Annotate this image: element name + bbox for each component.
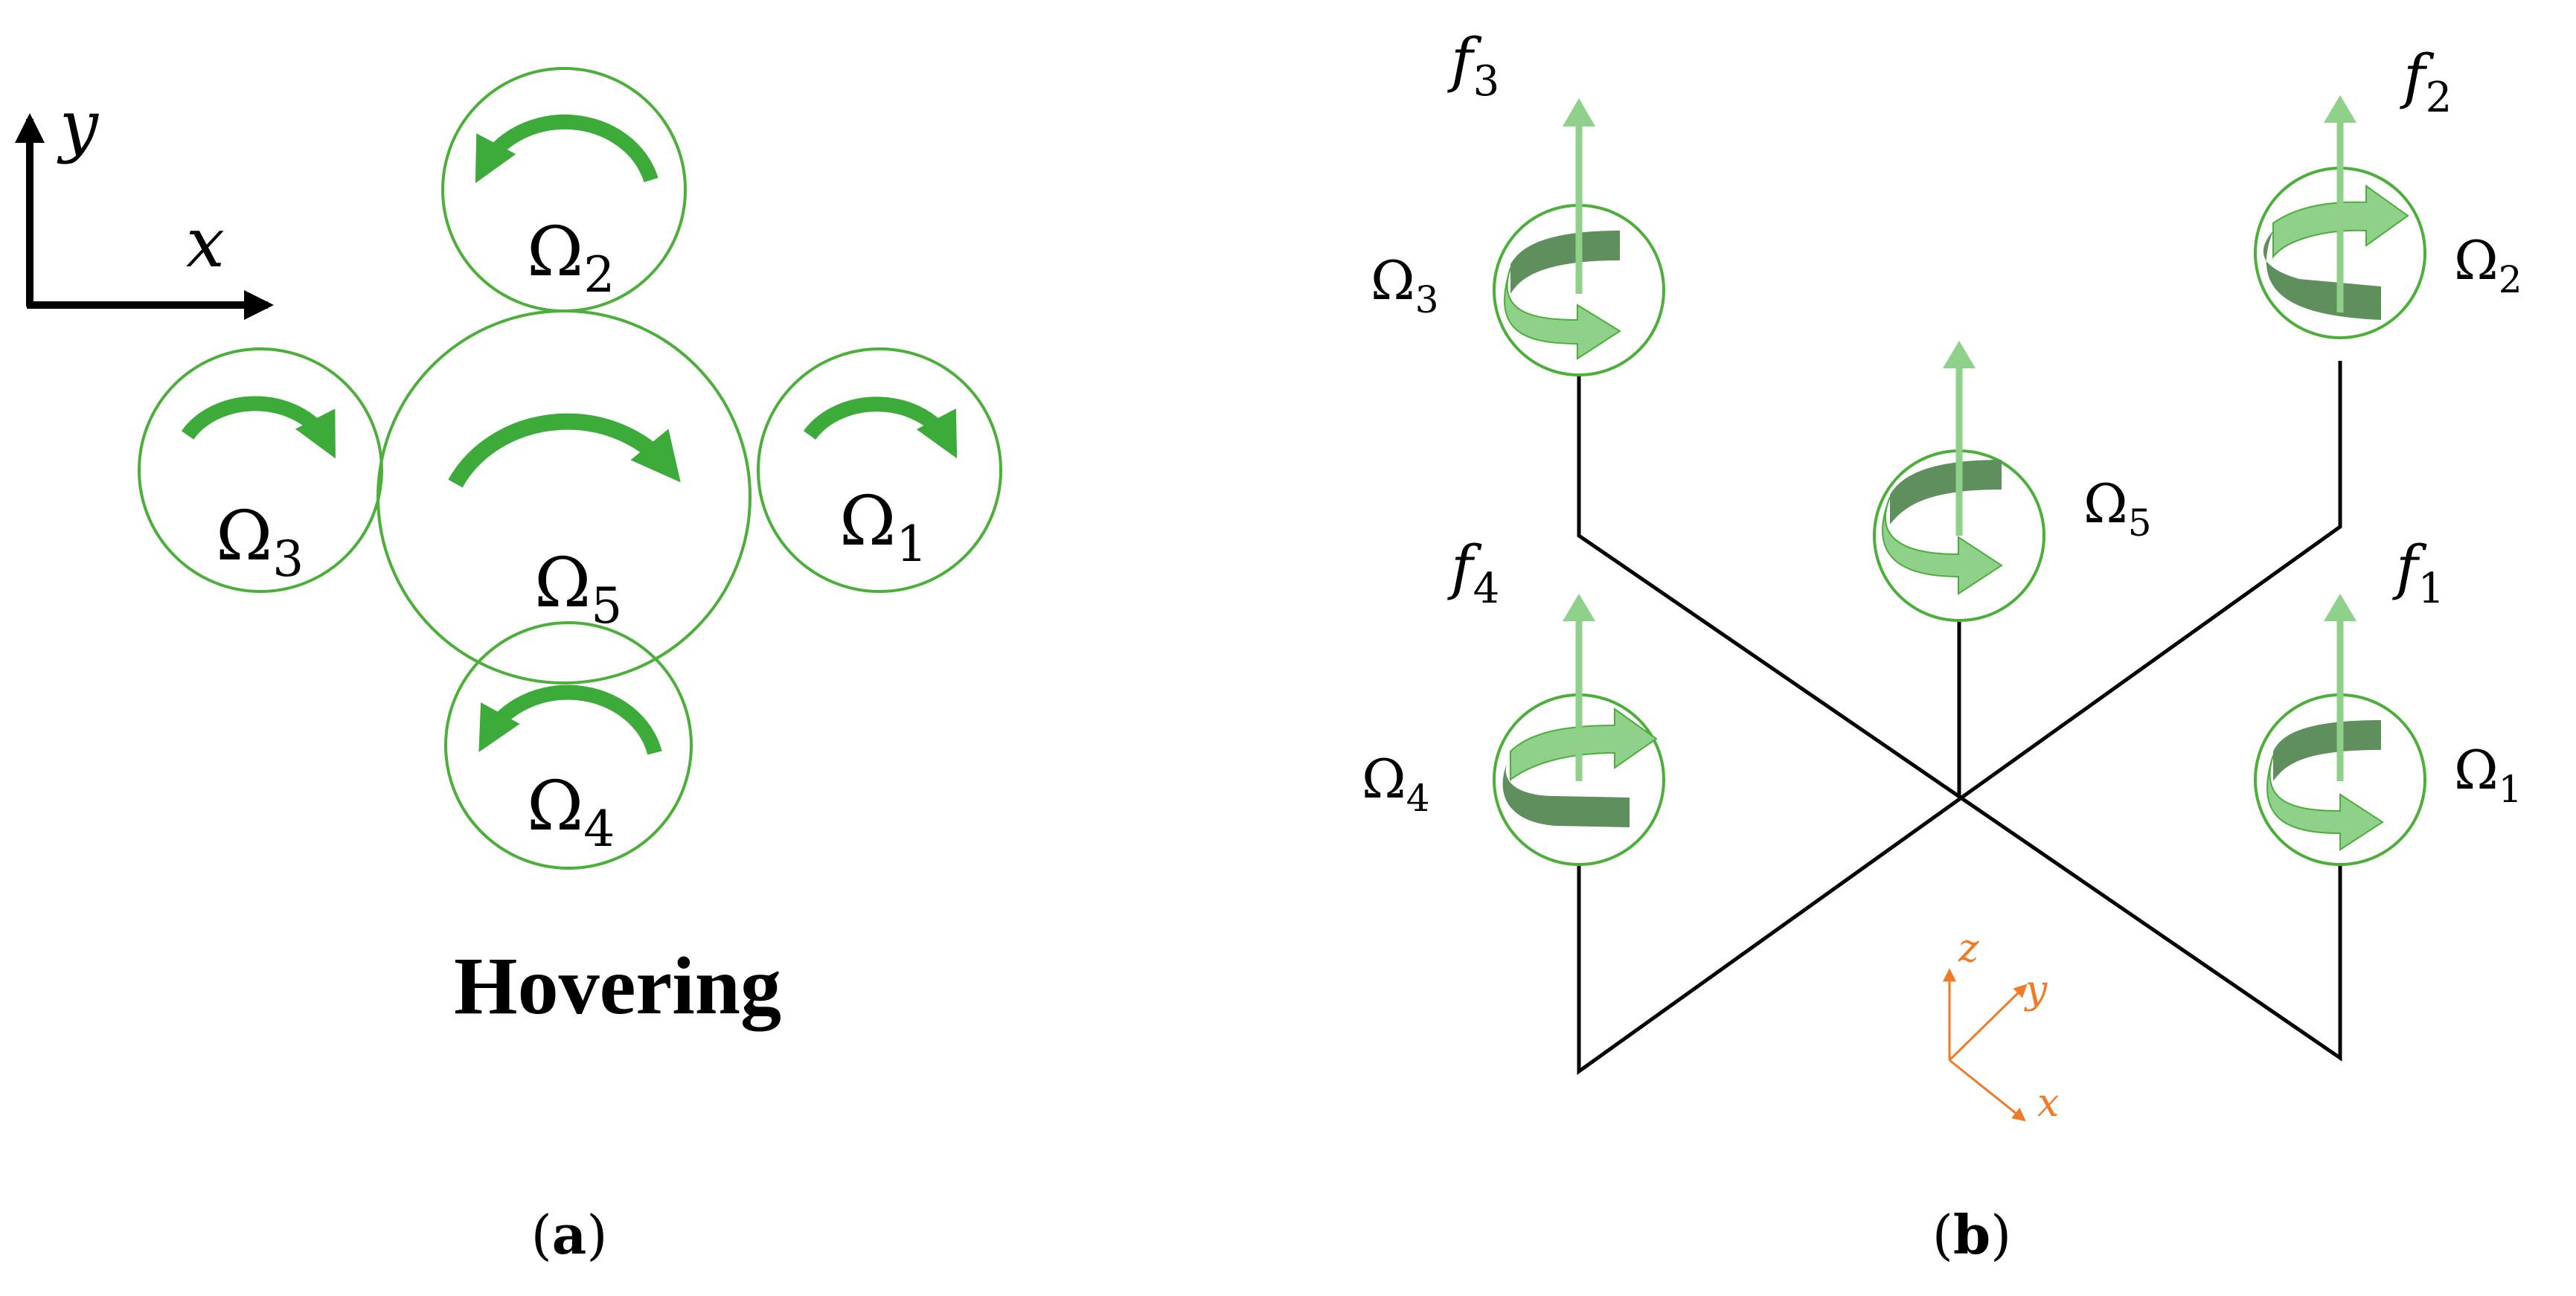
- rotor-2-spin-back: [2263, 231, 2381, 320]
- xy-axis-indicator: y x: [14, 86, 274, 320]
- panel-a: y x Ω2 Ω3 Ω1 Ω5 Ω4 Hovering (a): [14, 67, 1002, 1266]
- caption-a: (a): [531, 1203, 608, 1266]
- rotor-4-spin-back: [1502, 755, 1630, 827]
- rotor-4-spin-front: [1510, 708, 1658, 782]
- mode-title: Hovering: [454, 940, 781, 1031]
- rotor-1-spin-front: [2266, 754, 2384, 851]
- rotor-4-ccw-arrow-icon: [478, 684, 662, 755]
- rotor-2: [2254, 95, 2426, 339]
- axis-z-label: z: [1958, 926, 1979, 971]
- rotor-3-label: Ω3: [216, 496, 304, 588]
- thrust-f3-arrow-icon: [1563, 98, 1595, 126]
- rotor-3: [1493, 98, 1665, 376]
- multirotor-frame: [1577, 361, 2342, 1075]
- axis-y-label: y: [57, 86, 99, 165]
- rotor-2-label-3d: Ω2: [2454, 229, 2522, 301]
- caption-b: (b): [1932, 1203, 2012, 1266]
- rotor-4: [1493, 594, 1665, 866]
- rotor-5-cw-arrow-icon: [448, 413, 681, 488]
- rotor-1-label: Ω1: [839, 481, 927, 573]
- rotor-1-circle: [757, 347, 1002, 593]
- rotor-2-label: Ω2: [527, 212, 615, 304]
- rotor-3-spin-front: [1504, 267, 1621, 360]
- rotor-2-ccw-arrow-icon: [475, 114, 659, 184]
- rotor-5-spin-front: [1882, 496, 2003, 595]
- axis-x-label-3d: x: [2037, 1081, 2059, 1126]
- force-f3-label: f3: [1447, 25, 1499, 106]
- thrust-f1-arrow-icon: [2324, 594, 2356, 621]
- rotor-4-label-3d: Ω4: [1362, 748, 1430, 820]
- rotor-3-cw-arrow-icon: [181, 396, 336, 459]
- rotor-1-cw-arrow-icon: [803, 397, 958, 459]
- xyz-axis-indicator: z y x: [1943, 926, 2059, 1126]
- rotor-4-label: Ω4: [527, 766, 615, 858]
- rotor-5: [1873, 341, 2045, 622]
- axis-y-label-3d: y: [2024, 968, 2048, 1013]
- rotor-1: [2254, 594, 2426, 866]
- rotor-4-circle: [444, 621, 693, 870]
- rotor-5-circle: [377, 309, 752, 684]
- rotor-5-label: Ω5: [534, 543, 622, 635]
- thrust-f2-arrow-icon: [2324, 95, 2356, 123]
- force-f1-label: f1: [2392, 533, 2444, 613]
- frame-arm-4-2: [1577, 361, 2342, 1075]
- axis-x-label: x: [186, 203, 225, 283]
- rotor-1-spin-back: [2273, 720, 2381, 781]
- force-f2-label: f2: [2400, 42, 2452, 122]
- force-f4-label: f4: [1447, 533, 1499, 613]
- thrust-f4-arrow-icon: [1563, 594, 1595, 621]
- panel-b: z y x: [1362, 25, 2522, 1266]
- rotor-3-label-3d: Ω3: [1371, 249, 1439, 321]
- rotor-3-spin-back: [1510, 231, 1620, 294]
- rotor-3-circle: [138, 347, 383, 593]
- rotor-5-label-3d: Ω5: [2083, 472, 2152, 545]
- thrust-f5-arrow-icon: [1943, 341, 1976, 368]
- rotor-1-label-3d: Ω1: [2454, 739, 2522, 811]
- rotor-5-spin-back: [1890, 460, 2002, 525]
